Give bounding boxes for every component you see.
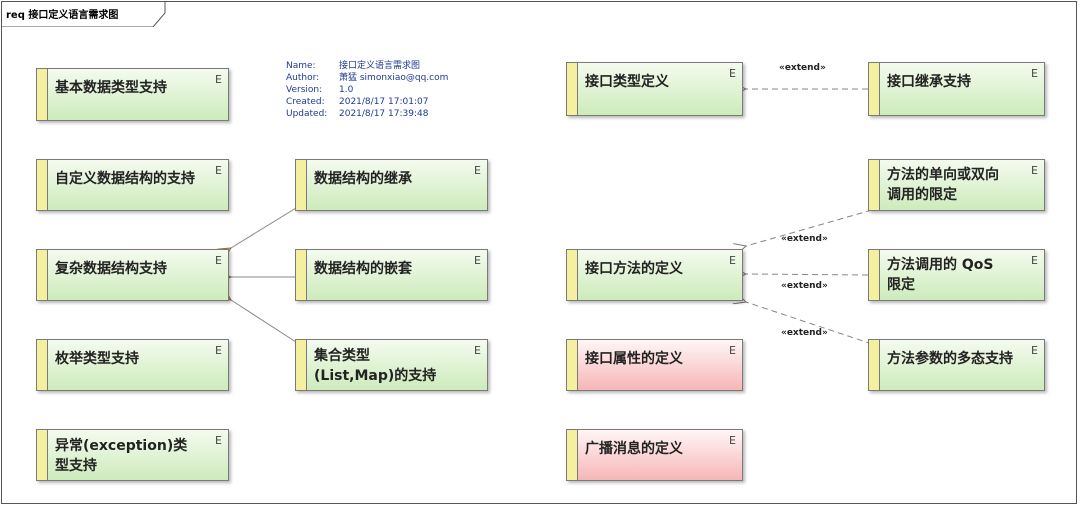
req-label: 接口类型定义: [585, 74, 669, 90]
req-stereotype-bar: [37, 430, 48, 480]
extend-label-polymorph: «extend»: [781, 328, 828, 338]
req-label: 集合类型(List,Map)的支持: [314, 348, 437, 384]
req-iface-inherit[interactable]: 接口继承支持 E: [868, 62, 1045, 116]
element-marker: E: [215, 254, 222, 267]
element-marker: E: [474, 164, 481, 177]
req-stereotype-bar: [37, 69, 48, 120]
element-marker: E: [474, 344, 481, 357]
diagram-title-tab: [1, 1, 166, 27]
req-stereotype-bar: [296, 250, 307, 300]
req-complex-struct[interactable]: 复杂数据结构支持 E: [36, 249, 229, 301]
req-label: 接口继承支持: [887, 74, 971, 90]
generalization-inherit: [231, 207, 297, 248]
extend-polymorph: [746, 302, 873, 345]
req-label: 枚举类型支持: [55, 351, 139, 367]
element-marker: E: [474, 254, 481, 267]
req-label: 基本数据类型支持: [55, 80, 167, 96]
req-enum[interactable]: 枚举类型支持 E: [36, 339, 229, 391]
diagram-title: req 接口定义语言需求图: [6, 10, 119, 21]
req-stereotype-bar: [37, 340, 48, 390]
req-label: 数据结构的继承: [314, 171, 412, 187]
req-label: 广播消息的定义: [585, 441, 683, 457]
req-label: 接口方法的定义: [585, 261, 683, 277]
req-polymorph[interactable]: 方法参数的多态支持 E: [868, 339, 1045, 391]
info-name: Name:接口定义语言需求图: [286, 61, 421, 71]
req-stereotype-bar: [296, 160, 307, 210]
req-label: 方法参数的多态支持: [887, 351, 1013, 367]
generalization-collection: [231, 300, 297, 343]
req-label: 方法调用的 QoS 限定: [887, 257, 994, 293]
req-stereotype-bar: [869, 340, 880, 390]
req-stereotype-bar: [296, 340, 307, 390]
element-marker: E: [1031, 164, 1038, 177]
req-label: 异常(exception)类型支持: [55, 438, 188, 474]
req-stereotype-bar: [567, 430, 578, 480]
req-stereotype-bar: [37, 250, 48, 300]
extend-label-iface-inherit: «extend»: [779, 63, 826, 73]
req-label: 复杂数据结构支持: [55, 261, 167, 277]
req-struct-nest[interactable]: 数据结构的嵌套 E: [295, 249, 488, 301]
info-updated: Updated:2021/8/17 17:39:48: [286, 109, 429, 119]
element-marker: E: [215, 73, 222, 86]
element-marker: E: [729, 67, 736, 80]
req-basic-types[interactable]: 基本数据类型支持 E: [36, 68, 229, 121]
req-oneway[interactable]: 方法的单向或双向调用的限定 E: [868, 159, 1045, 211]
req-iface-type[interactable]: 接口类型定义 E: [566, 62, 743, 116]
extend-qos: [746, 274, 869, 275]
req-qos[interactable]: 方法调用的 QoS 限定 E: [868, 249, 1045, 301]
diagram-info-note: Name:接口定义语言需求图 Author:萧猛 simonxiao@qq.co…: [286, 60, 448, 120]
req-method-def[interactable]: 接口方法的定义 E: [566, 249, 743, 301]
element-marker: E: [1031, 67, 1038, 80]
element-marker: E: [729, 254, 736, 267]
element-marker: E: [215, 164, 222, 177]
info-created: Created:2021/8/17 17:01:07: [286, 97, 429, 107]
req-stereotype-bar: [567, 250, 578, 300]
req-custom-struct[interactable]: 自定义数据结构的支持 E: [36, 159, 229, 211]
req-attr-def[interactable]: 接口属性的定义 E: [566, 339, 743, 391]
element-marker: E: [215, 344, 222, 357]
req-collection[interactable]: 集合类型(List,Map)的支持 E: [295, 339, 488, 391]
extend-label-oneway: «extend»: [781, 234, 828, 244]
req-stereotype-bar: [869, 250, 880, 300]
req-label: 方法的单向或双向调用的限定: [887, 167, 999, 203]
req-stereotype-bar: [567, 63, 578, 115]
element-marker: E: [1031, 254, 1038, 267]
req-broadcast-def[interactable]: 广播消息的定义 E: [566, 429, 743, 481]
req-label: 数据结构的嵌套: [314, 261, 412, 277]
info-version: Version:1.0: [286, 85, 354, 95]
req-exception[interactable]: 异常(exception)类型支持 E: [36, 429, 229, 481]
info-author: Author:萧猛 simonxiao@qq.com: [286, 73, 449, 83]
req-struct-inherit[interactable]: 数据结构的继承 E: [295, 159, 488, 211]
req-label: 自定义数据结构的支持: [55, 171, 195, 187]
element-marker: E: [1031, 344, 1038, 357]
element-marker: E: [729, 434, 736, 447]
req-stereotype-bar: [869, 160, 880, 210]
req-stereotype-bar: [869, 63, 880, 115]
element-marker: E: [729, 344, 736, 357]
extend-oneway: [746, 209, 873, 246]
element-marker: E: [215, 434, 222, 447]
req-stereotype-bar: [37, 160, 48, 210]
req-stereotype-bar: [567, 340, 578, 390]
req-label: 接口属性的定义: [585, 351, 683, 367]
extend-label-qos: «extend»: [781, 281, 828, 291]
